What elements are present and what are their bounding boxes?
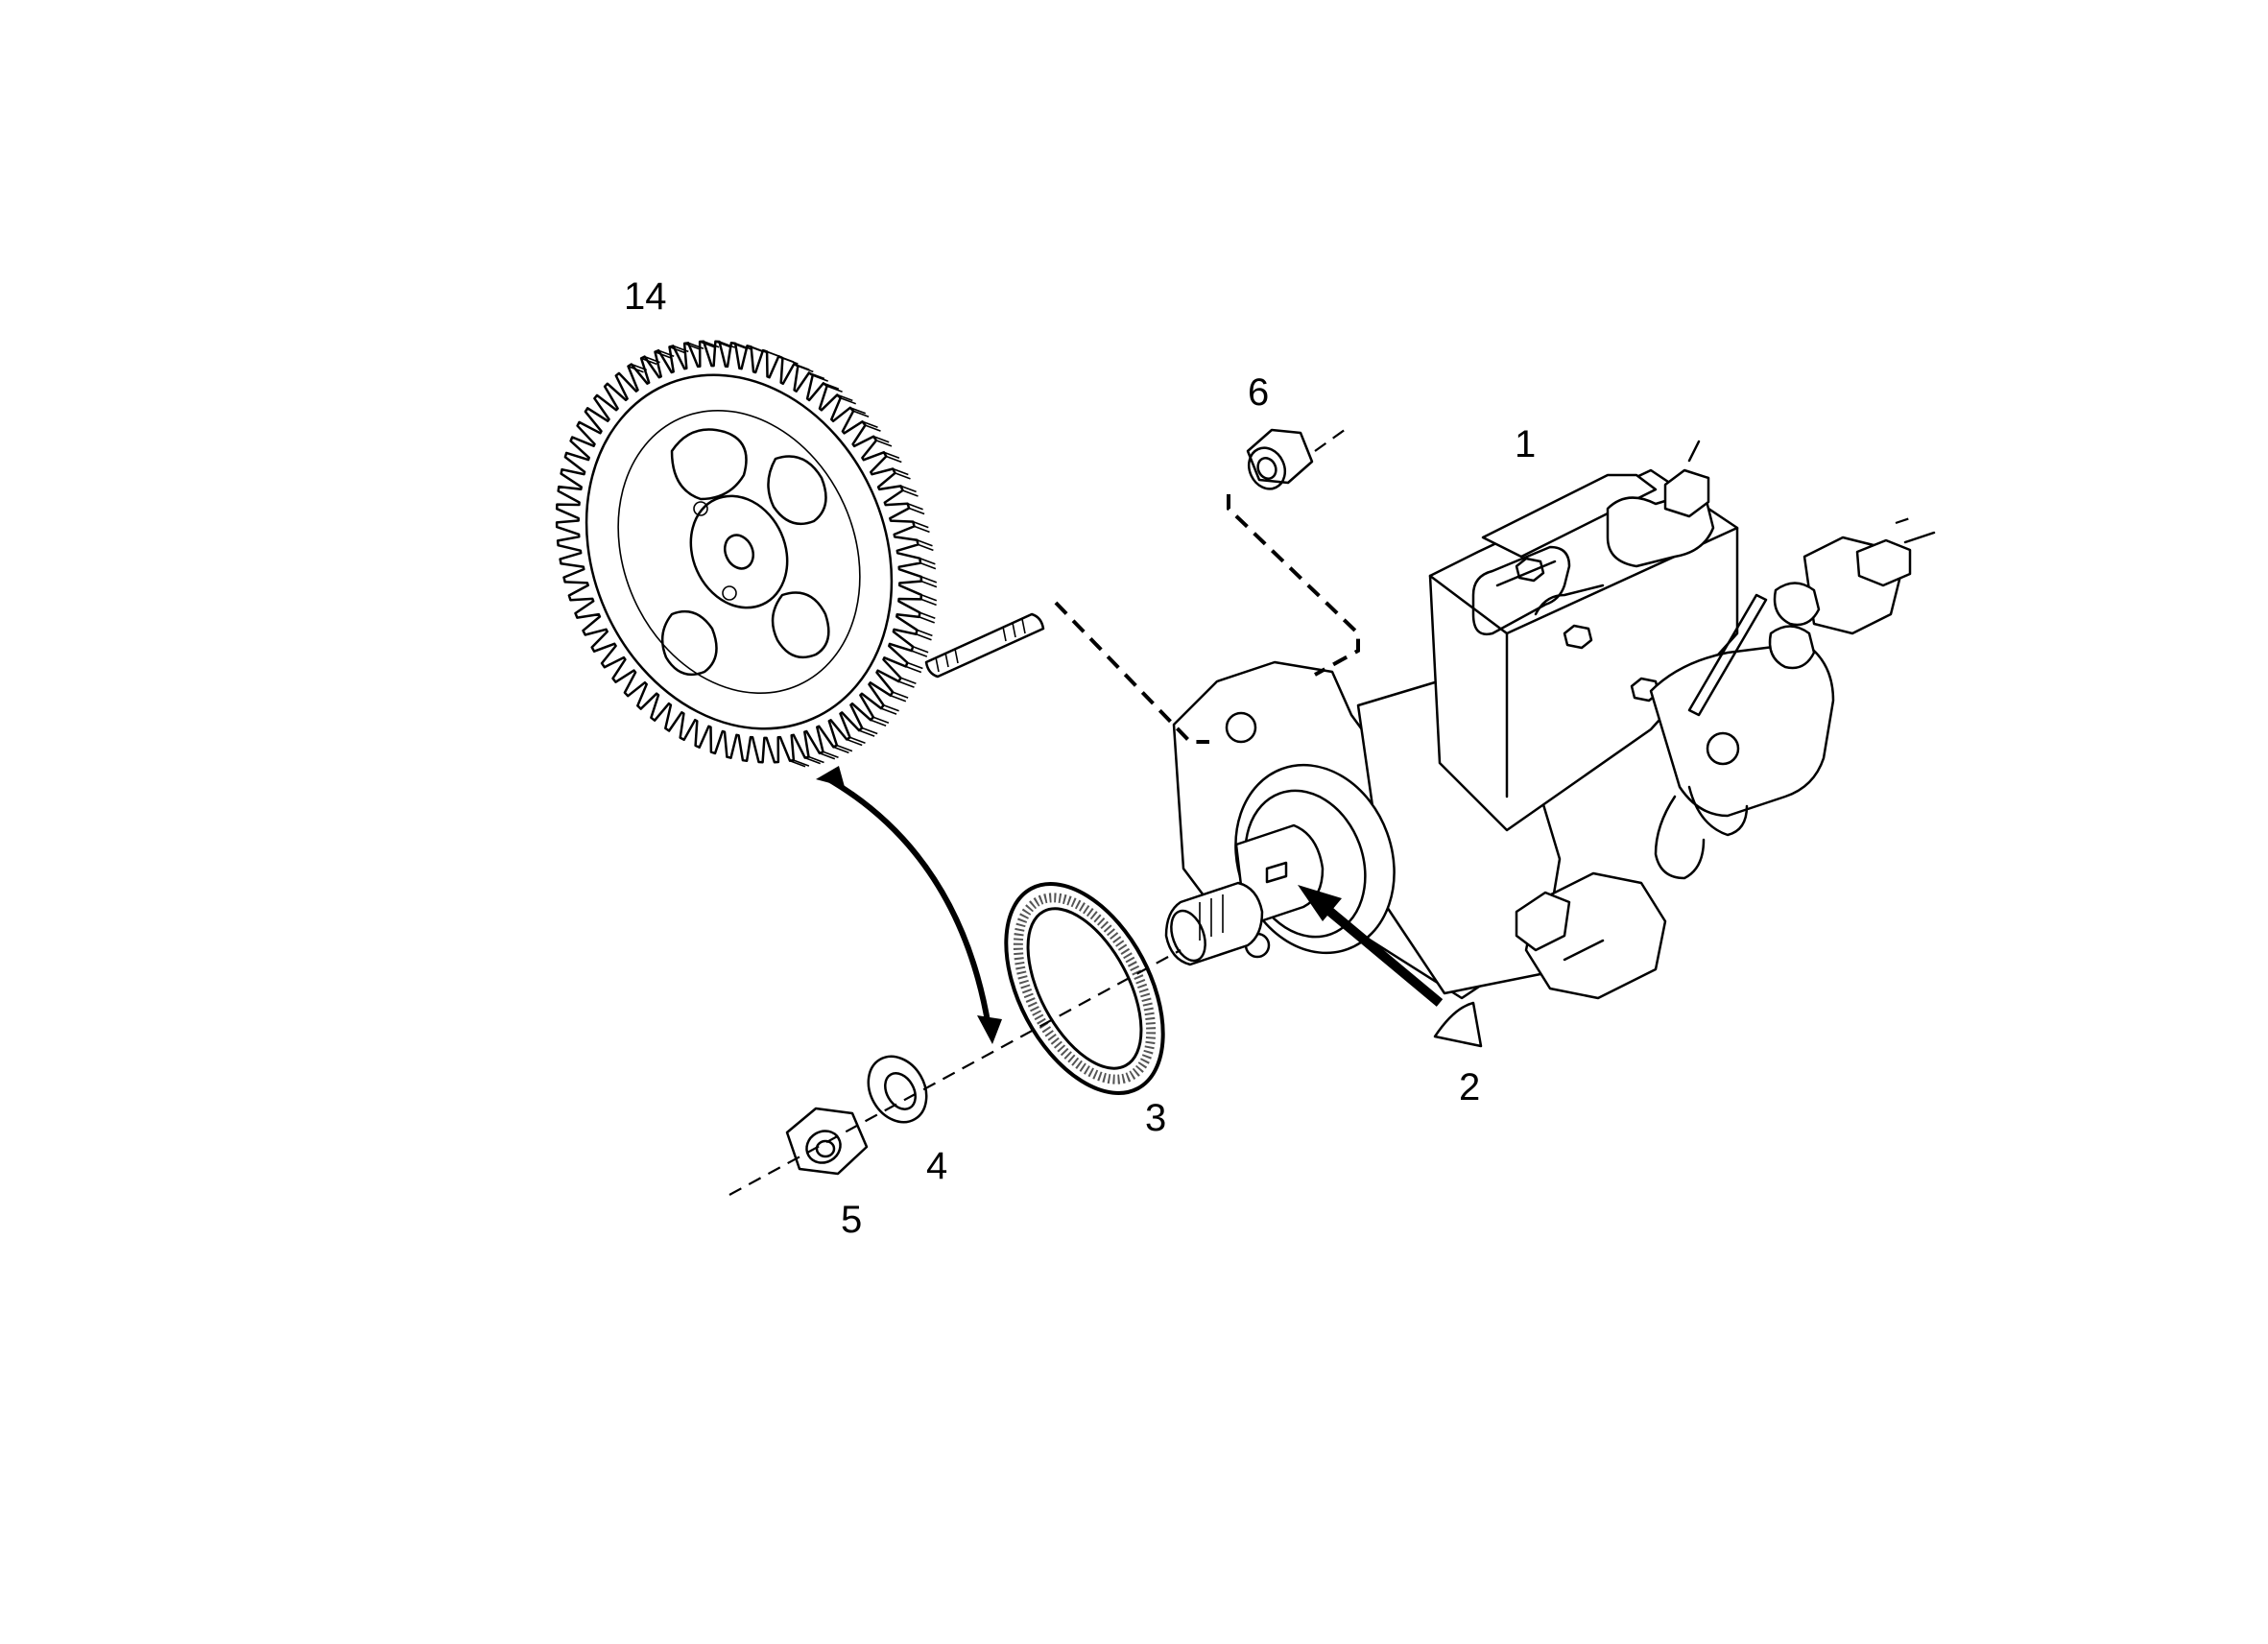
woodruff-key xyxy=(1433,1001,1483,1048)
timing-gear xyxy=(555,340,938,768)
callout-6: 6 xyxy=(1248,371,1269,414)
stud xyxy=(924,612,1045,679)
callout-4: 4 xyxy=(926,1145,947,1187)
callout-2: 2 xyxy=(1459,1066,1480,1108)
assembly-lines xyxy=(728,426,1911,1196)
callout-3: 3 xyxy=(1145,1097,1166,1139)
washer xyxy=(867,1055,928,1124)
flange-nut xyxy=(1246,428,1314,490)
callout-14: 14 xyxy=(624,275,667,318)
injection-pump xyxy=(1164,440,1936,1007)
seal-ring xyxy=(1004,882,1165,1095)
callout-5: 5 xyxy=(841,1199,862,1241)
callout-1: 1 xyxy=(1515,423,1536,465)
callout-labels: 14 6 1 2 3 4 5 xyxy=(624,275,1536,1241)
install-arrow-gear xyxy=(816,766,1002,1044)
